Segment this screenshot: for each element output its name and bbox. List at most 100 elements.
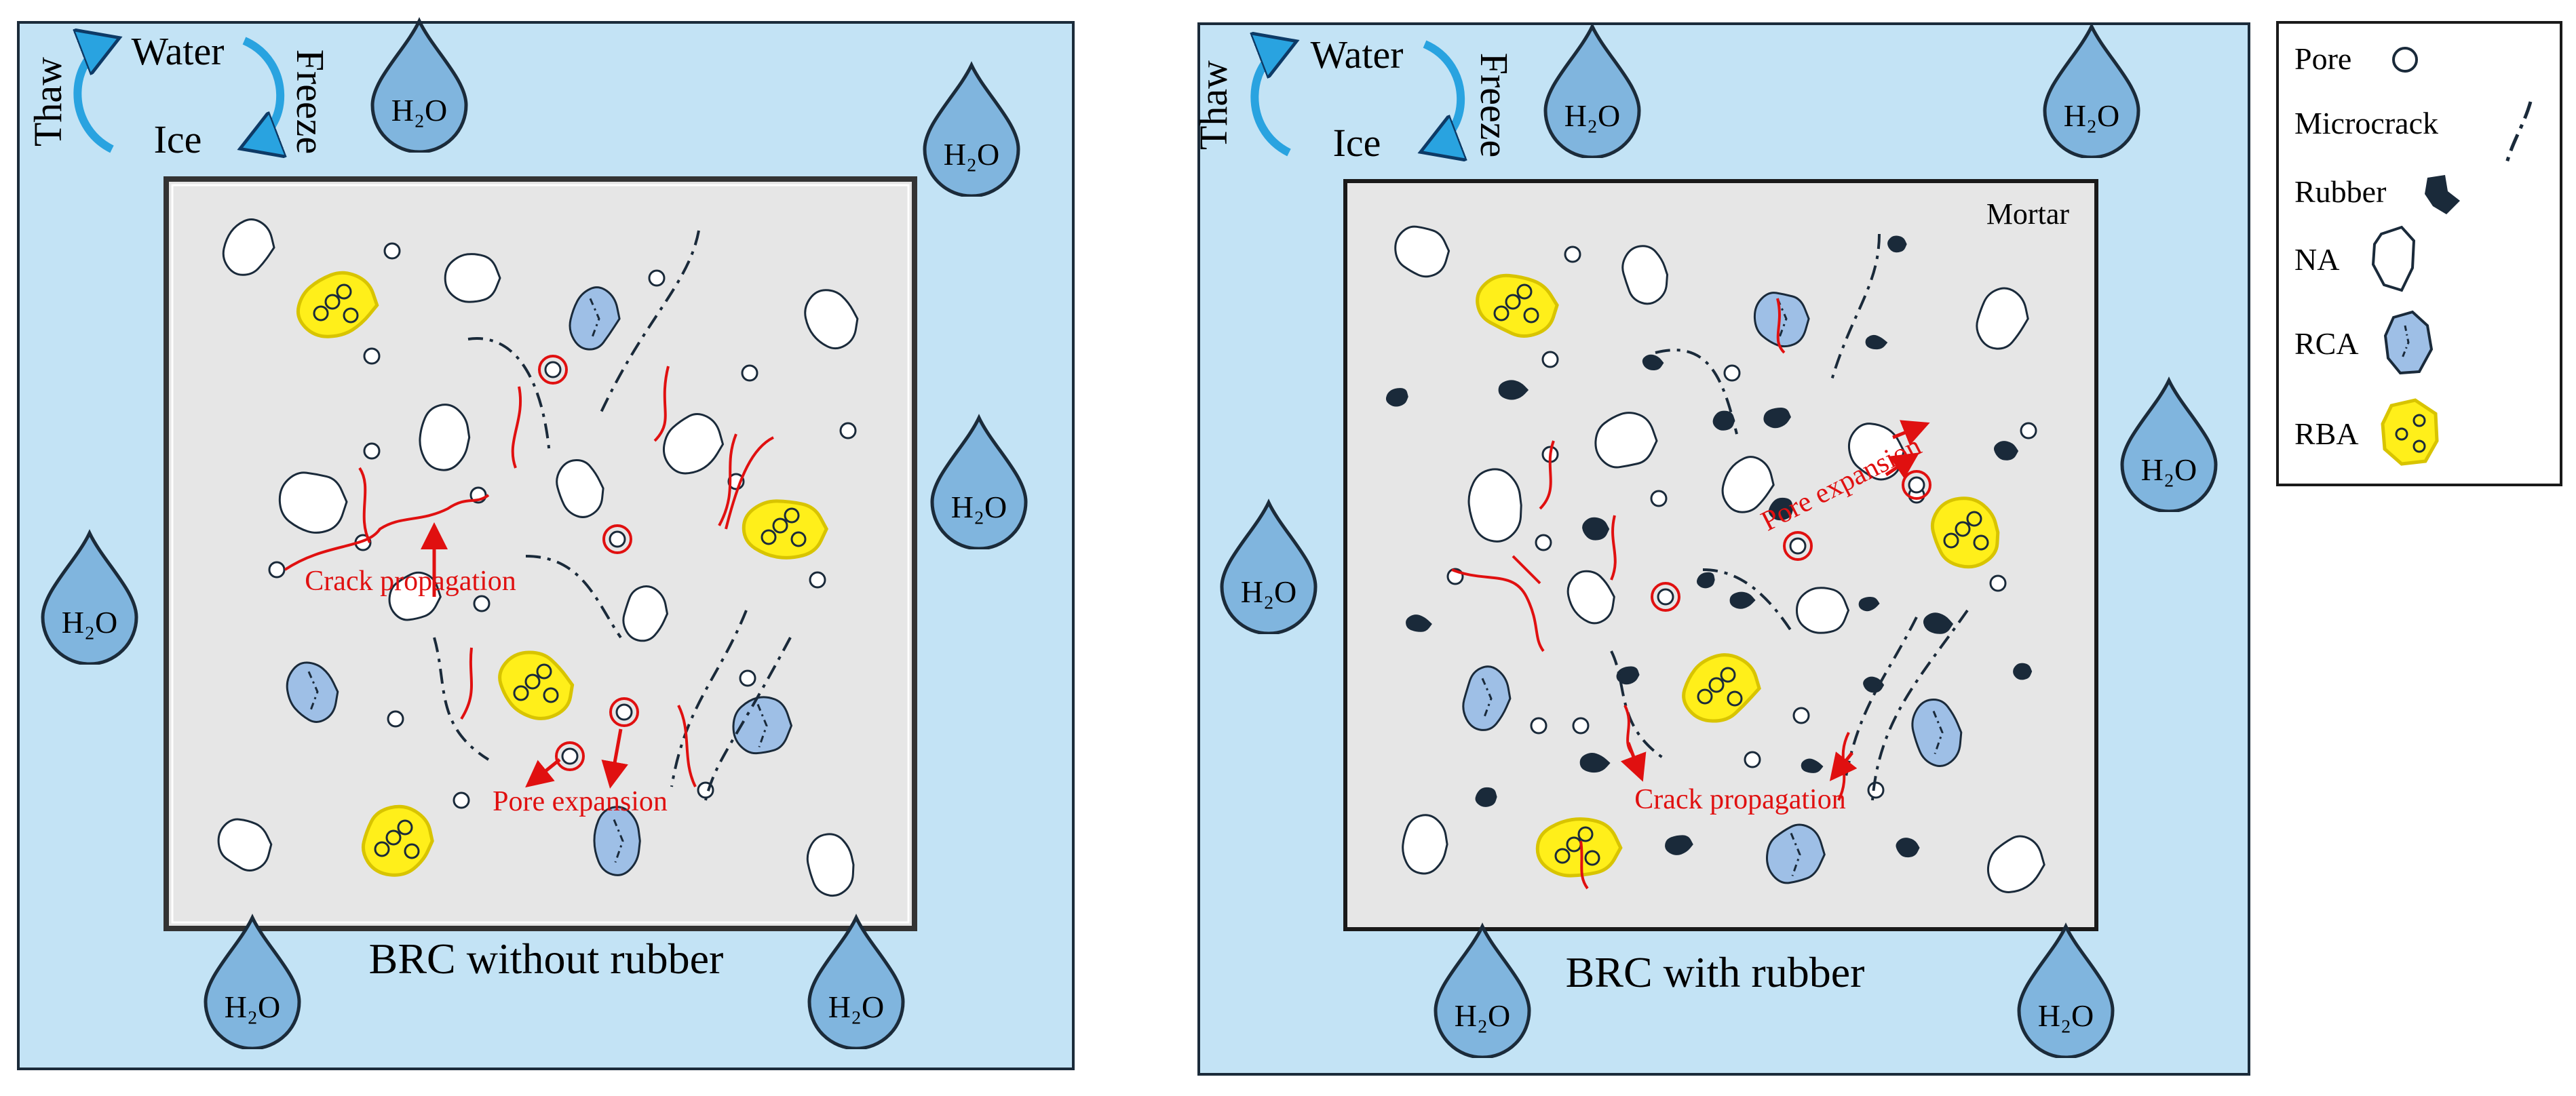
rba-pore <box>1727 690 1743 707</box>
rba-pore <box>343 307 359 324</box>
rba-pore <box>1584 850 1600 866</box>
rba-pore <box>1943 532 1959 549</box>
cycle-water-label: Water <box>131 29 224 73</box>
rubber-particle <box>1994 441 2019 461</box>
h2o-label: H₂O <box>1241 574 1296 609</box>
expanded-pore <box>609 697 639 727</box>
rubber-particle <box>1923 612 1954 634</box>
cycle-thaw-label: Thaw <box>26 57 70 146</box>
legend-label-pore: Pore <box>2294 41 2351 76</box>
water-droplet: H₂O <box>43 533 136 664</box>
microcrack <box>1830 233 1881 380</box>
rubber-particle <box>1863 676 1885 693</box>
rubber-particle <box>1498 380 1529 400</box>
freeze-arrow-icon <box>1425 40 1461 149</box>
pore <box>268 561 286 579</box>
water-droplet: H₂O <box>1436 926 1529 1057</box>
rba-pore <box>1505 294 1521 310</box>
pore <box>1541 351 1559 368</box>
pore-layer <box>268 242 2037 809</box>
rubber-particle <box>1729 591 1756 609</box>
rubber-particle <box>1406 614 1432 632</box>
pore <box>453 791 470 809</box>
propagating-crack <box>725 436 774 530</box>
propagating-crack <box>358 467 371 543</box>
water-droplet: H₂O <box>925 65 1018 196</box>
rba-pore <box>524 673 541 690</box>
rca-particle <box>732 696 793 755</box>
na-particle <box>1594 412 1658 469</box>
pore-icon <box>2392 47 2418 73</box>
h2o-label: H₂O <box>828 990 884 1024</box>
rba-pore <box>397 819 413 836</box>
na-particle <box>222 218 275 276</box>
rubber-particle <box>1712 410 1735 431</box>
left-freeze-thaw-cycle: Water Ice Thaw Freeze <box>26 29 332 161</box>
expanded-pore <box>555 741 585 771</box>
expanded-pore <box>1651 582 1680 612</box>
microcrack <box>1702 568 1792 632</box>
legend-label-rba: RBA <box>2294 416 2359 451</box>
propagating-crack <box>1539 440 1555 510</box>
rba-pore <box>1554 848 1571 864</box>
na-particle <box>1566 570 1615 625</box>
rubber-particle <box>1642 354 1664 371</box>
propagating-crack <box>1610 515 1617 581</box>
rubber-layer <box>1385 235 2033 858</box>
na-particle <box>1621 245 1669 305</box>
right-panel: Mortar Water Ice Thaw Freeze BRC with ru… <box>1191 22 2250 1076</box>
expanded-pore <box>602 524 632 554</box>
rba-pore <box>324 294 341 310</box>
pore <box>741 364 758 382</box>
water-droplet: H₂O <box>809 918 903 1049</box>
rubber-particle <box>1887 235 1907 253</box>
pore <box>739 669 756 687</box>
pore <box>809 571 826 589</box>
rca-microcrack <box>1481 678 1493 720</box>
rubber-particle <box>1763 408 1791 429</box>
rca-particle <box>593 806 641 876</box>
cycle-ice-label: Ice <box>1333 121 1381 165</box>
na-particle <box>806 833 855 897</box>
rca-microcrack <box>1790 832 1801 876</box>
rubber-particle <box>1896 838 1920 858</box>
pore <box>648 269 666 287</box>
microcrack <box>1871 609 1969 801</box>
propagating-crack <box>511 386 522 469</box>
left-crack-propagation-label: Crack propagation <box>305 566 516 597</box>
pore <box>544 361 562 378</box>
rba-particle <box>1930 496 2000 569</box>
water-droplet: H₂O <box>2045 26 2138 157</box>
h2o-label: H₂O <box>2038 998 2094 1033</box>
rubber-particle <box>1385 388 1408 407</box>
rba-pore <box>1523 307 1539 324</box>
rubber-particle <box>1579 753 1611 773</box>
pore <box>363 347 381 365</box>
na-particle <box>1721 456 1775 513</box>
propagating-crack <box>284 494 490 571</box>
rba-pore <box>1697 688 1713 705</box>
pore-arrow-icon <box>525 758 561 788</box>
legend-label-na: NA <box>2294 242 2339 277</box>
pore <box>1989 574 2007 592</box>
na-particle <box>1986 835 2045 893</box>
left-panel: Water Ice Thaw Freeze BRC without rubber <box>17 21 1075 1070</box>
crack-arrow-icon <box>1620 742 1647 782</box>
na-particle <box>556 459 604 518</box>
na-particle <box>217 818 273 872</box>
water-droplet: H₂O <box>1222 503 1315 633</box>
rca-particle <box>1911 699 1963 768</box>
rba-pore <box>1708 677 1725 693</box>
pore <box>561 747 579 765</box>
rba-pore <box>385 829 402 846</box>
na-icon <box>2371 225 2416 292</box>
na-particle <box>622 585 669 642</box>
left-annotations: Crack propagation Pore expansion <box>305 522 668 817</box>
cycle-freeze-label: Freeze <box>1472 53 1516 158</box>
pore <box>615 703 633 721</box>
water-droplet: H₂O <box>372 21 466 152</box>
microcrack <box>467 337 551 455</box>
rba-pore <box>1516 283 1533 300</box>
rba-pore <box>543 687 559 703</box>
